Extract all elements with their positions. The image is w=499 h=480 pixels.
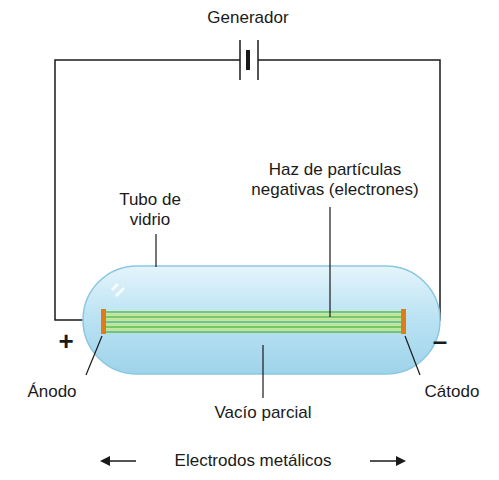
tube-label: Tubo de vidrio: [110, 190, 190, 231]
anode-electrode: [101, 309, 106, 334]
cathode-electrode: [401, 309, 406, 334]
glass-tube: [83, 266, 440, 374]
polarity-sign: +: [58, 326, 73, 357]
anode-label: Ánodo: [27, 382, 76, 402]
beam-stroke: [106, 326, 401, 328]
electron-beam: [106, 312, 401, 332]
beam-stroke: [106, 314, 401, 316]
cathode-label: Cátodo: [425, 382, 480, 402]
beam-stroke: [106, 331, 401, 333]
beam-stroke: [106, 321, 401, 323]
vacuum-label: Vacío parcial: [214, 403, 311, 423]
beam-stroke: [106, 329, 401, 331]
glass-highlight: [112, 284, 124, 296]
battery-symbol: [240, 40, 258, 80]
polarity-sign: –: [433, 326, 447, 357]
leader-line: [86, 207, 420, 398]
electrodes-label: Electrodos metálicos: [175, 451, 332, 471]
generator-label: Generador: [207, 8, 288, 28]
beam-stroke: [106, 319, 401, 321]
beam-stroke: [106, 324, 401, 326]
beam-stroke: [106, 311, 401, 313]
beam-stroke: [106, 316, 401, 318]
beam-label: Haz de partículas negativas (electrones): [235, 160, 435, 201]
